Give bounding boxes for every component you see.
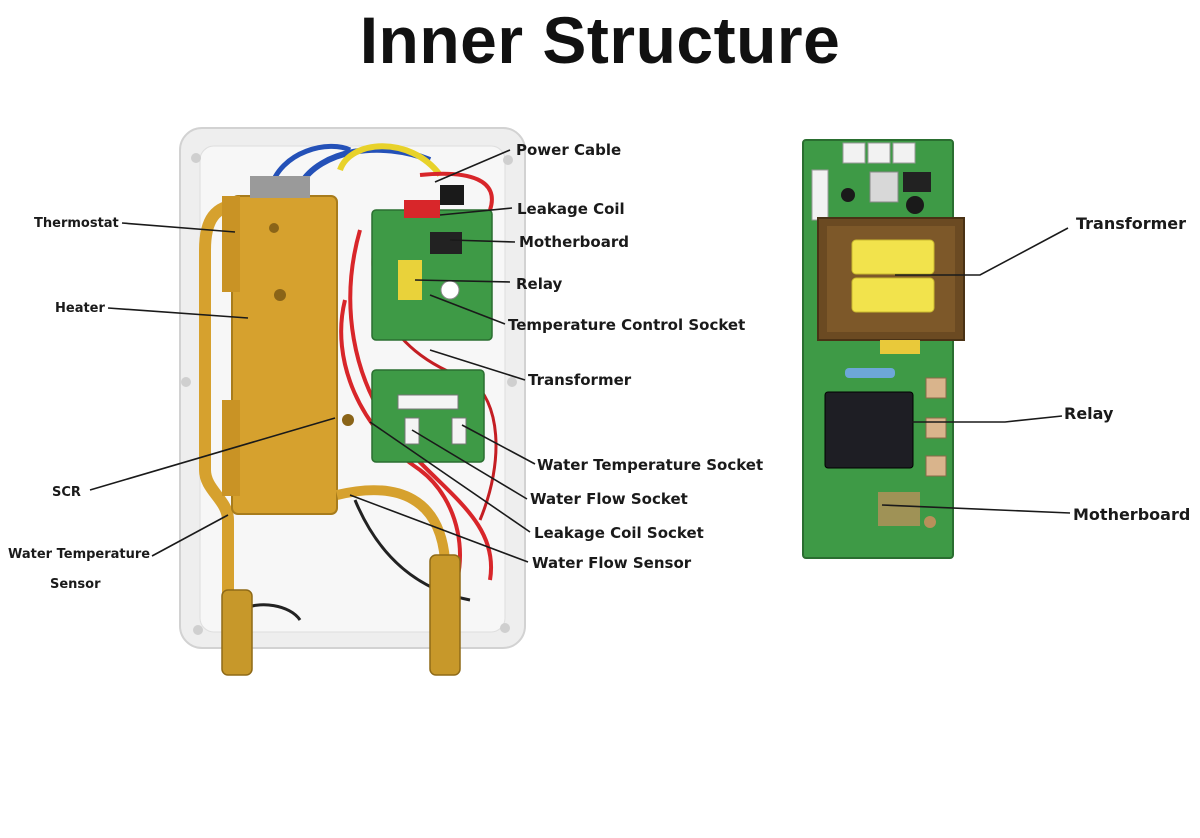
water-heater-photo [179,127,526,676]
label-transformer: Transformer [528,371,632,389]
leader-thermostat [121,222,236,233]
socket-connector [451,417,467,445]
regulator-chip [903,172,931,192]
label-water-temperature-sensor-line2: Sensor [50,577,101,592]
leader-water-flow-socket [411,429,528,500]
transformer-winding [851,239,935,275]
yellow-wire [337,143,443,177]
leader-board-relay [912,415,1063,423]
heater-terminals [250,176,310,198]
board-relay [824,391,914,469]
board-capacitor [841,188,855,202]
label-water-flow-sensor: Water Flow Sensor [532,554,692,572]
board-fuse [880,340,920,354]
label-heater: Heater [55,301,106,316]
heater-motherboard [371,209,493,341]
board-connector [842,142,866,164]
screw-terminal [925,377,947,399]
board-leader-lines [881,227,1071,514]
label-board-relay: Relay [1064,404,1114,423]
heater-capacitor [440,280,460,300]
board-side-connector [811,169,829,221]
screw-terminal [925,455,947,477]
scr-bolt [342,414,354,426]
board-labels: Transformer Relay Motherboard [1064,214,1190,524]
leader-heater [107,307,249,319]
leader-transformer [429,349,526,381]
label-scr: SCR [52,485,81,500]
label-temperature-control-socket: Temperature Control Socket [508,316,745,334]
heater-bolt [269,223,279,233]
leader-scr [89,417,336,491]
label-board-transformer: Transformer [1076,214,1186,233]
label-water-flow-socket: Water Flow Socket [530,490,688,508]
control-board-photo [802,139,965,559]
leader-water-temperature-sensor [151,514,229,557]
water-temperature-sensor-fitting [221,589,253,676]
leader-temperature-control-socket [429,294,506,325]
board-connector [892,142,916,164]
heater-lower-board [371,369,485,463]
mounting-hole [924,516,936,528]
leader-relay [414,279,511,283]
heater-bracket [222,196,240,292]
copper-pad [878,492,920,526]
leader-board-transformer [895,227,1069,276]
board-resistor [845,368,895,378]
transformer-winding [851,277,935,313]
leader-water-flow-sensor [349,494,529,563]
label-relay: Relay [516,275,563,293]
heater-body [231,195,338,515]
label-thermostat: Thermostat [34,216,119,231]
screw-hole [191,153,201,163]
screw-hole [181,377,191,387]
heater-pipe [199,199,246,646]
screw-hole [193,625,203,635]
leader-power-cable [434,149,511,183]
leader-board-motherboard [881,504,1071,514]
label-board-motherboard: Motherboard [1073,505,1190,524]
heater-labels: Power Cable Leakage Coil Motherboard Rel… [8,141,763,592]
screw-hole [503,155,513,165]
page-title: Inner Structure [359,3,841,77]
screw-terminal [925,417,947,439]
leader-leakage-coil [439,207,513,216]
screw-hole [500,623,510,633]
label-water-temperature-socket: Water Temperature Socket [537,456,763,474]
leader-leakage-coil-socket [369,421,531,533]
red-wire [419,171,494,211]
water-flow-sensor-fitting [429,554,461,676]
power-terminal [440,185,464,205]
leader-water-temperature-socket [461,424,536,465]
leakage-coil-component [404,200,440,218]
terminal-block [397,394,459,410]
heater-leader-lines [89,149,536,563]
label-power-cable: Power Cable [516,141,621,159]
socket-connector [404,417,420,445]
label-leakage-coil-socket: Leakage Coil Socket [534,524,704,542]
screw-hole [507,377,517,387]
board-connector [867,142,891,164]
red-wire [339,299,462,601]
board-capacitor [906,196,924,214]
leader-motherboard [449,239,516,243]
heater-bolt [274,289,286,301]
label-motherboard: Motherboard [519,233,629,251]
heatsink [869,171,899,203]
label-water-temperature-sensor-line1: Water Temperature [8,547,150,562]
label-leakage-coil: Leakage Coil [517,200,625,218]
outlet-pipe [335,485,450,561]
heater-chip [430,232,462,254]
